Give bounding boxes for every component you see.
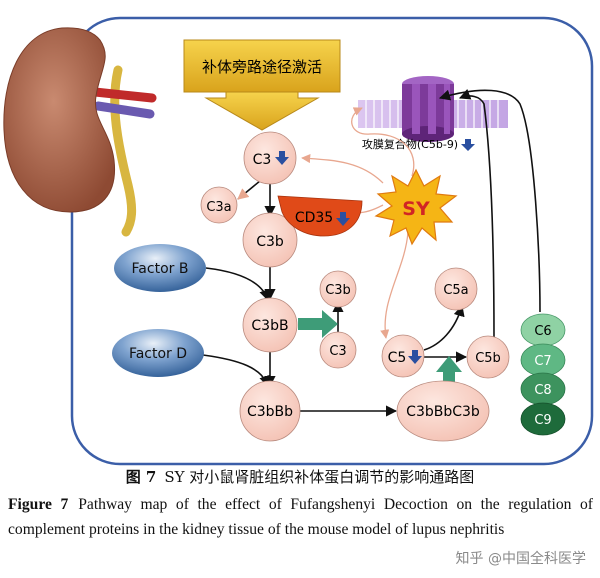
cd35-down-arrow-icon [336,212,350,226]
c5-down-arrow-icon [408,350,422,364]
caption-en-text: Pathway map of the effect of Fufangsheny… [8,496,593,538]
node-c5b: C5b [466,335,510,379]
svg-text:Factor D: Factor D [129,346,187,362]
node-c7: C7 [520,343,566,377]
mac-label: 攻膜复合物(C5b-9) [362,137,458,151]
node-c3b: C3b [242,212,298,268]
caption-en-label: Figure 7 [8,496,69,513]
green-arrow-c3bb-icon [298,310,338,338]
kidney-icon [3,27,157,237]
node-c3-side: C3 [319,331,357,369]
node-c3: C3 [243,131,297,185]
node-c8: C8 [520,372,566,406]
node-factor-b: Factor B [114,244,206,292]
caption-zh-text: SY 对小鼠肾脏组织补体蛋白调节的影响通路图 [164,468,475,486]
svg-text:CD35: CD35 [295,210,333,226]
svg-text:C5: C5 [388,350,407,366]
svg-text:C6: C6 [534,324,551,339]
panel-frame [70,16,594,466]
svg-text:C3bBbC3b: C3bBbC3b [406,404,480,420]
mac-down-arrow-icon [461,139,475,151]
svg-text:C3b: C3b [256,234,284,250]
green-arrow-c5-icon [436,356,462,388]
svg-text:C5b: C5b [475,351,501,366]
c3-down-arrow-icon [275,151,289,165]
pathway-label: 补体旁路途径激活 [202,58,322,76]
pathway-arrows [202,89,541,417]
node-cd35: CD35 [277,195,363,237]
svg-text:C5a: C5a [443,283,468,298]
svg-text:C8: C8 [534,383,551,398]
caption-zh-label: 图 7 [125,468,157,486]
node-factor-d: Factor D [112,329,204,377]
svg-text:C9: C9 [534,413,551,428]
sy-drug-icon: SY [374,168,458,246]
svg-text:C3bBb: C3bBb [247,404,293,420]
node-c3a: C3a [200,186,238,224]
svg-text:C3a: C3a [206,200,231,215]
watermark: 知乎 @中国全科医学 [455,551,586,567]
caption-chinese: 图 7 SY 对小鼠肾脏组织补体蛋白调节的影响通路图 [0,466,600,487]
node-c3bbb: C3bBb [239,380,301,442]
membrane-attack-complex-icon: 攻膜复合物(C5b-9) [358,76,508,151]
node-c3bbbc3b: C3bBbC3b [396,380,490,442]
node-c3b-side: C3b [319,270,357,308]
svg-text:Factor B: Factor B [132,261,189,277]
sy-links [301,107,415,339]
svg-text:C3b: C3b [325,283,351,298]
node-c6: C6 [520,313,566,347]
node-c5: C5 [381,334,425,378]
complement-pathway-diagram: 补体旁路途径激活 攻膜复合物(C5b-9) SY [3,16,594,466]
svg-text:C3: C3 [253,152,272,168]
sy-label: SY [402,198,430,220]
svg-text:C3: C3 [329,344,346,359]
node-c9: C9 [520,402,566,436]
pathway-activation-arrow: 补体旁路途径激活 [183,39,341,131]
svg-text:C3bB: C3bB [251,318,288,334]
svg-text:C7: C7 [534,354,551,369]
node-c3bb: C3bB [242,297,298,353]
node-c5a: C5a [434,267,478,311]
